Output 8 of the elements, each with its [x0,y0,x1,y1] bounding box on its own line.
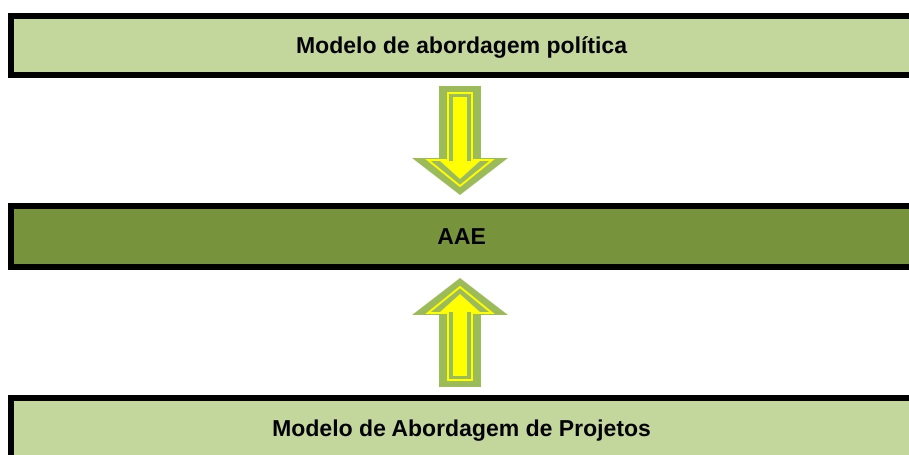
text-banner [8,203,909,270]
banner-title: Modelo de abordagem política [296,32,627,59]
block-arrow [412,278,508,387]
block-arrow [412,86,508,195]
banner-title: Modelo de Abordagem de Projetos [272,414,651,442]
text-banner [8,395,909,455]
text-banner [8,13,909,78]
banner-title: AAE [437,223,486,250]
